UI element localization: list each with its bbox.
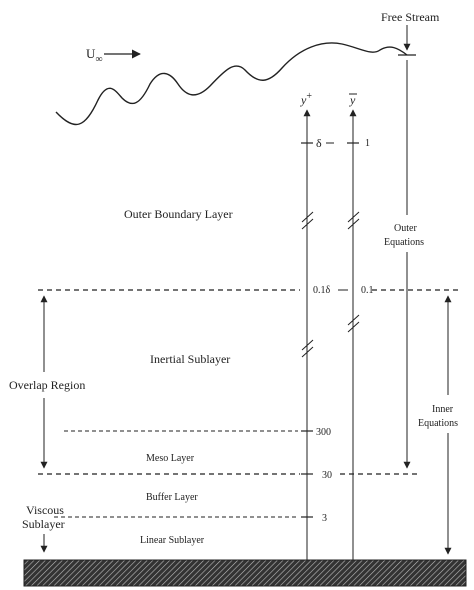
outer-equations-label-line1: Outer: [394, 223, 417, 234]
y-plus-label-30: 30: [322, 470, 332, 481]
inertial-sublayer-label: Inertial Sublayer: [150, 352, 230, 366]
y-plus-break-upper-a: [301, 211, 314, 223]
y-bar-break-lower-b: [347, 321, 360, 333]
boundary-layer-edge-wave: [55, 42, 408, 126]
overlap-region-label: Overlap Region: [9, 378, 85, 392]
inner-equations-label-line1: Inner: [432, 404, 454, 415]
velocity-symbol: U∞: [86, 46, 103, 65]
y-bar-break-upper-b: [347, 218, 360, 230]
y-bar-axis-label: y: [349, 93, 356, 107]
viscous-sublayer-label-line2: Sublayer: [22, 517, 65, 531]
buffer-layer-label: Buffer Layer: [146, 492, 198, 503]
free-stream-label: Free Stream: [381, 10, 440, 24]
y-plus-break-upper-b: [301, 218, 314, 230]
y-plus-label-3: 3: [322, 513, 327, 524]
outer-equations-label-line2: Equations: [384, 237, 424, 248]
y-bar-break-upper-a: [347, 211, 360, 223]
y-plus-label-300: 300: [316, 427, 331, 438]
y-bar-break-lower-a: [347, 314, 360, 326]
meso-layer-label: Meso Layer: [146, 453, 195, 464]
y-plus-axis-label: y+: [300, 91, 312, 107]
y-plus-label-delta: δ: [316, 136, 322, 150]
outer-boundary-layer-label: Outer Boundary Layer: [124, 207, 233, 221]
inner-equations-label-line2: Equations: [418, 418, 458, 429]
y-bar-label-0-1: 0.1: [361, 285, 374, 296]
viscous-sublayer-label-line1: Viscous: [26, 503, 64, 517]
wall-surface: [23, 559, 467, 587]
y-plus-break-lower-a: [301, 339, 314, 351]
y-plus-label-0-1-delta: 0.1δ: [313, 285, 331, 296]
y-bar-label-1: 1: [365, 138, 370, 149]
y-plus-break-lower-b: [301, 346, 314, 358]
linear-sublayer-label: Linear Sublayer: [140, 535, 205, 546]
